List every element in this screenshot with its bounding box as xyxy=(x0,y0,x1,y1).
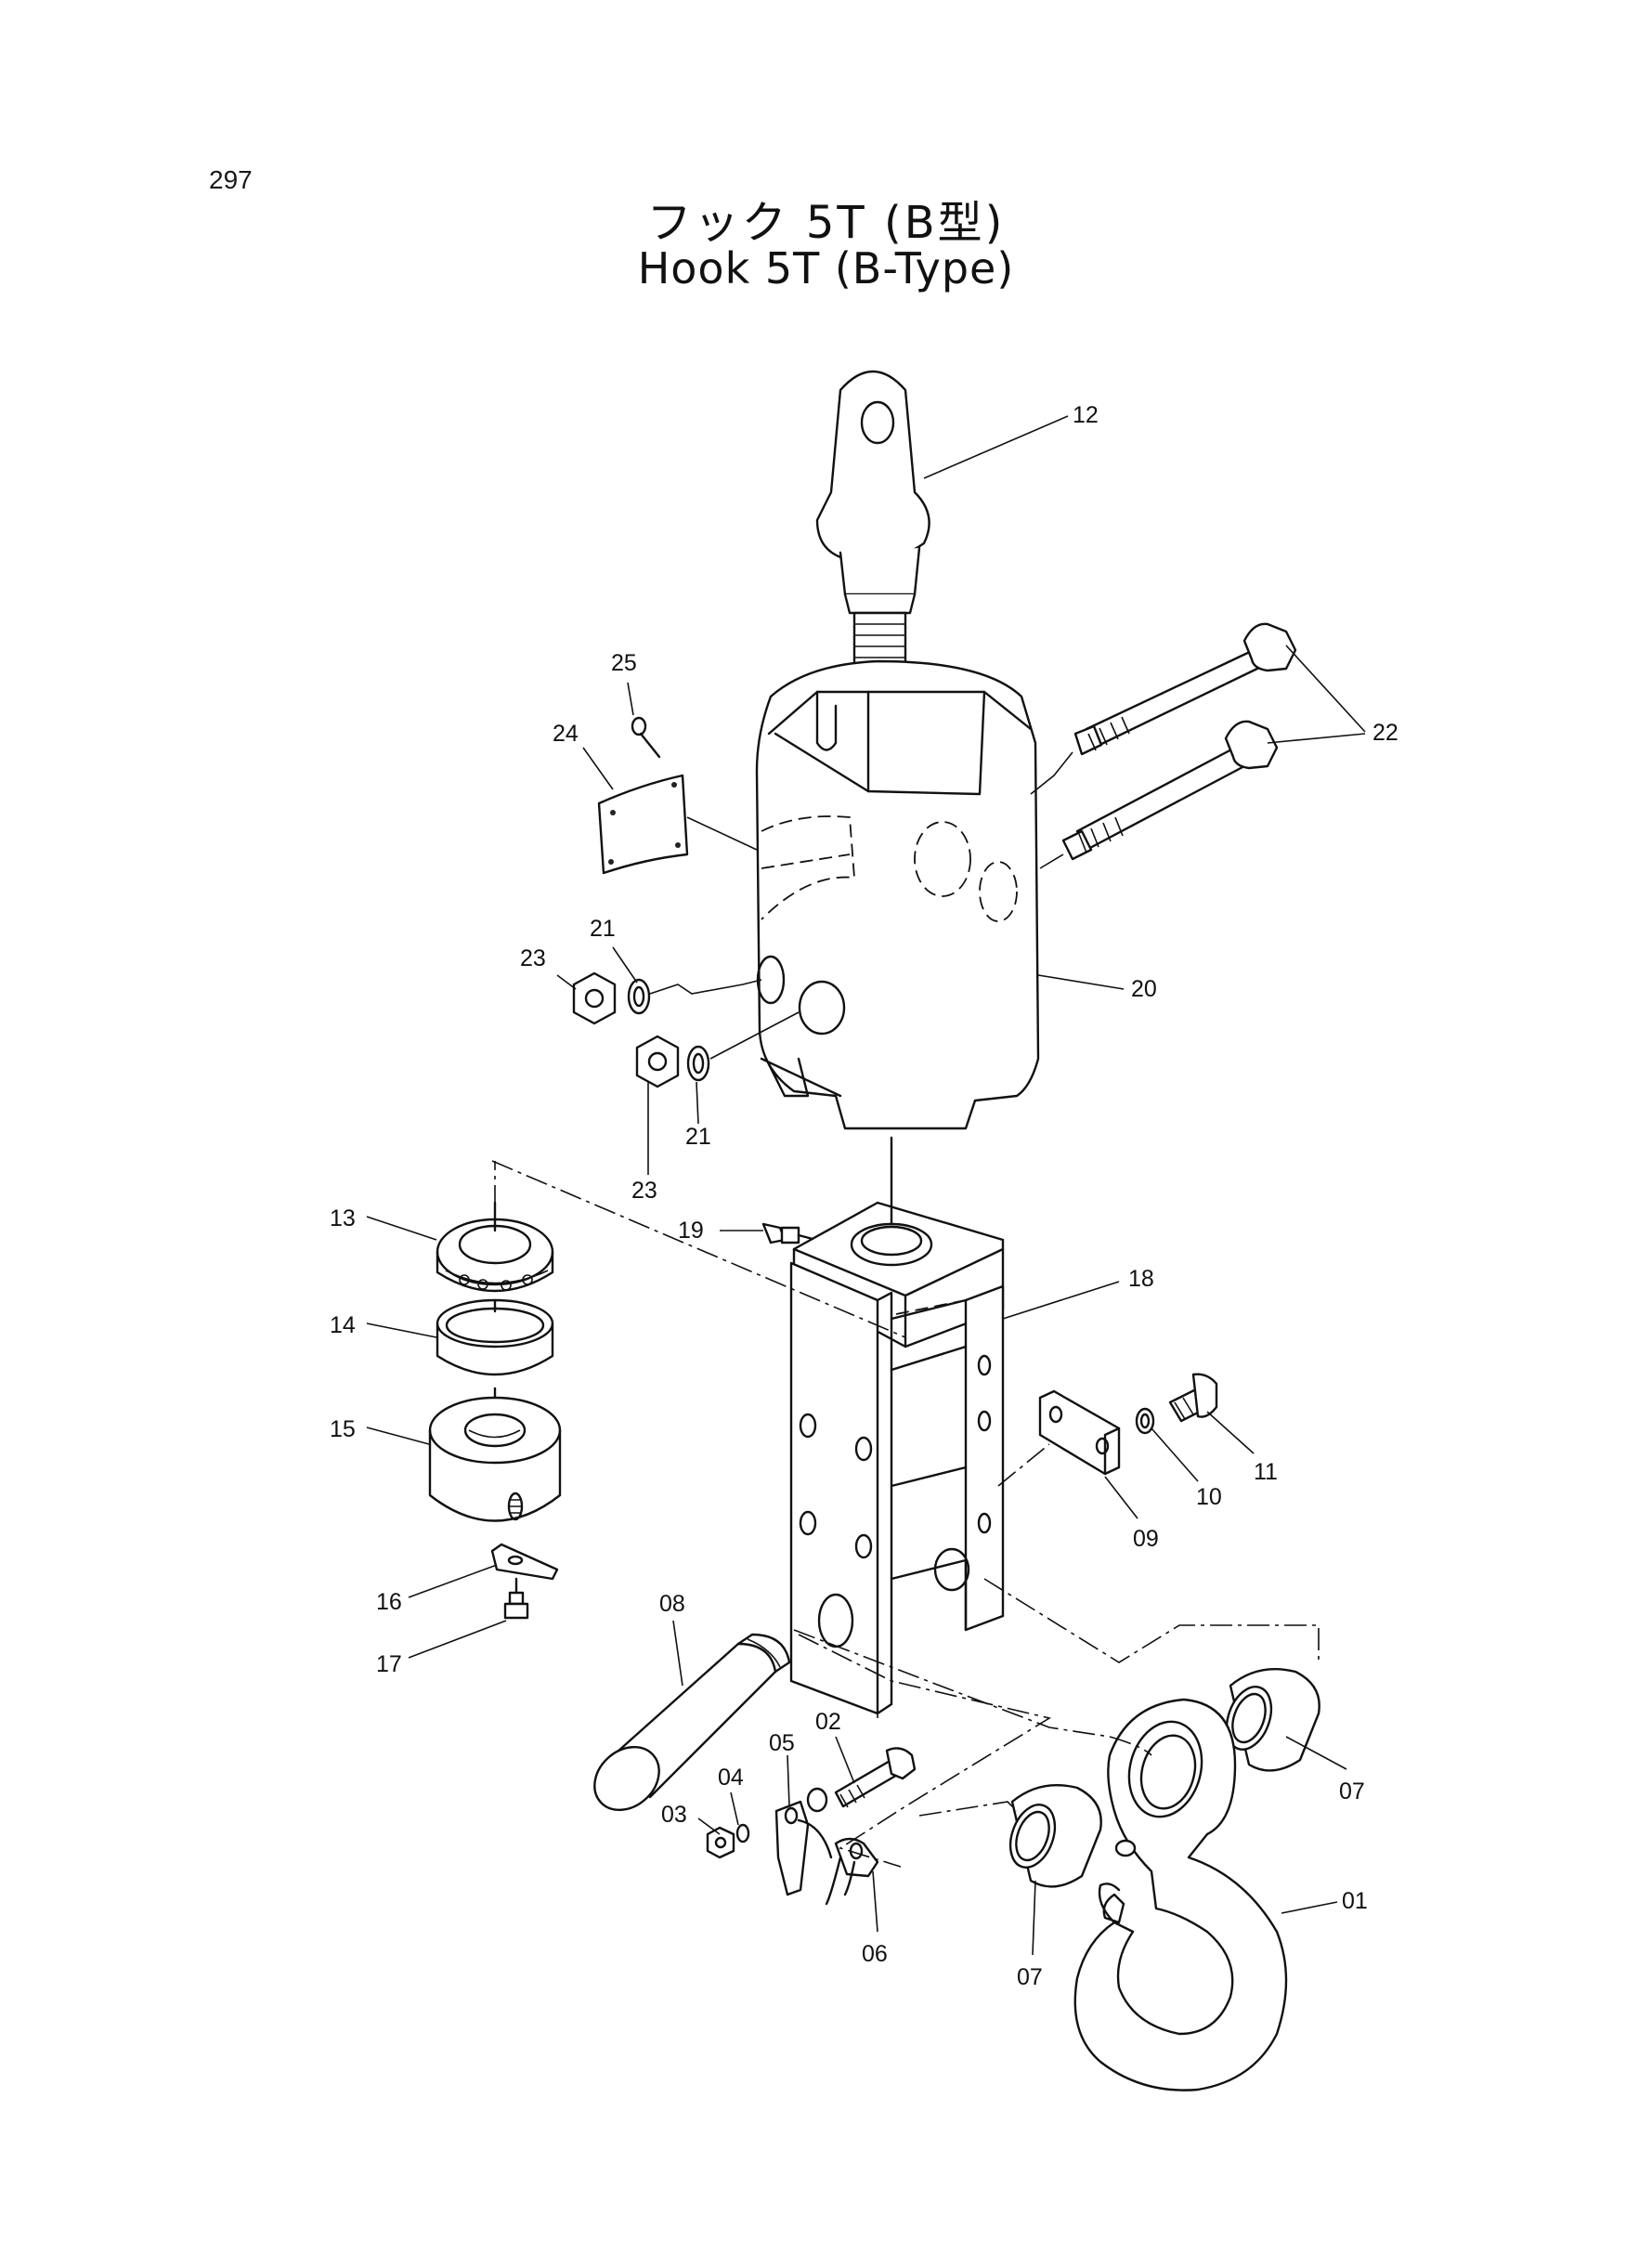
part-23-nut-upper xyxy=(572,971,617,1025)
part-03-nut xyxy=(706,1826,735,1859)
callout-23-upper: 23 xyxy=(520,945,546,971)
leader-lines xyxy=(366,415,1366,1956)
part-09-plate xyxy=(1038,1389,1121,1476)
part-24-nameplate xyxy=(597,774,758,875)
callout-22: 22 xyxy=(1372,720,1398,746)
callout-15: 15 xyxy=(330,1416,356,1442)
part-21-washer-upper xyxy=(627,978,762,1015)
callout-24: 24 xyxy=(553,721,579,747)
part-22-bolts xyxy=(1030,622,1297,869)
assembly-lines xyxy=(491,1160,1320,1868)
callout-06: 06 xyxy=(862,1941,888,1967)
callout-07-right: 07 xyxy=(1339,1778,1365,1804)
callout-10: 10 xyxy=(1196,1484,1222,1510)
callout-09: 09 xyxy=(1133,1526,1159,1552)
callout-11: 11 xyxy=(1254,1459,1278,1485)
part-17-bolt xyxy=(503,1577,529,1620)
callout-16: 16 xyxy=(376,1589,402,1615)
part-18-yoke xyxy=(789,1136,1005,1715)
part-15-hook-nut xyxy=(428,1387,562,1522)
callout-05: 05 xyxy=(769,1730,795,1756)
title-english: Hook 5T (B-Type) xyxy=(637,243,1015,293)
part-16-lock-plate xyxy=(490,1543,559,1581)
part-21-washer-lower xyxy=(686,1011,800,1082)
title-japanese: フック 5T (B型) xyxy=(646,197,1006,249)
part-01-hook xyxy=(1073,1698,1288,2091)
part-05-link xyxy=(774,1787,833,1896)
part-25-screw xyxy=(631,716,661,759)
part-08-pin xyxy=(593,1633,791,1812)
callout-17: 17 xyxy=(376,1651,402,1677)
part-07-bushing-left xyxy=(1008,1784,1102,1888)
part-04-washer xyxy=(735,1823,750,1844)
part-23-nut-lower xyxy=(635,1035,680,1088)
callout-21-lower: 21 xyxy=(685,1124,711,1150)
callout-12: 12 xyxy=(1073,402,1099,428)
part-07-bushing-right xyxy=(1225,1668,1320,1772)
callout-19: 19 xyxy=(678,1218,704,1244)
callout-21-upper: 21 xyxy=(590,916,616,942)
callout-20: 20 xyxy=(1131,976,1157,1002)
part-11-bolt xyxy=(1168,1373,1218,1423)
callout-04: 04 xyxy=(718,1765,744,1791)
callout-07-left: 07 xyxy=(1017,1964,1043,1990)
part-10-washer xyxy=(1135,1407,1155,1435)
callout-18: 18 xyxy=(1128,1266,1154,1292)
callout-14: 14 xyxy=(330,1312,356,1338)
callout-23-lower: 23 xyxy=(631,1178,657,1204)
part-12-swivel-eye xyxy=(815,370,930,749)
part-02-bolt xyxy=(834,1747,917,1808)
callout-labels: 12 22 20 25 24 21 23 21 23 19 18 13 14 1… xyxy=(330,402,1398,1990)
part-20-housing xyxy=(755,659,1040,1130)
part-06-spring-pin xyxy=(825,1837,879,1906)
callout-25: 25 xyxy=(611,650,637,676)
callout-13: 13 xyxy=(330,1205,356,1231)
callout-01: 01 xyxy=(1342,1888,1368,1914)
part-19-grease-nipple xyxy=(761,1222,814,1244)
page-number: 297 xyxy=(209,165,253,194)
part-13-thrust-bearing xyxy=(436,1201,554,1293)
callout-03: 03 xyxy=(661,1802,687,1828)
callout-02: 02 xyxy=(815,1709,841,1735)
callout-08: 08 xyxy=(659,1591,685,1617)
part-14-collar xyxy=(436,1298,554,1376)
